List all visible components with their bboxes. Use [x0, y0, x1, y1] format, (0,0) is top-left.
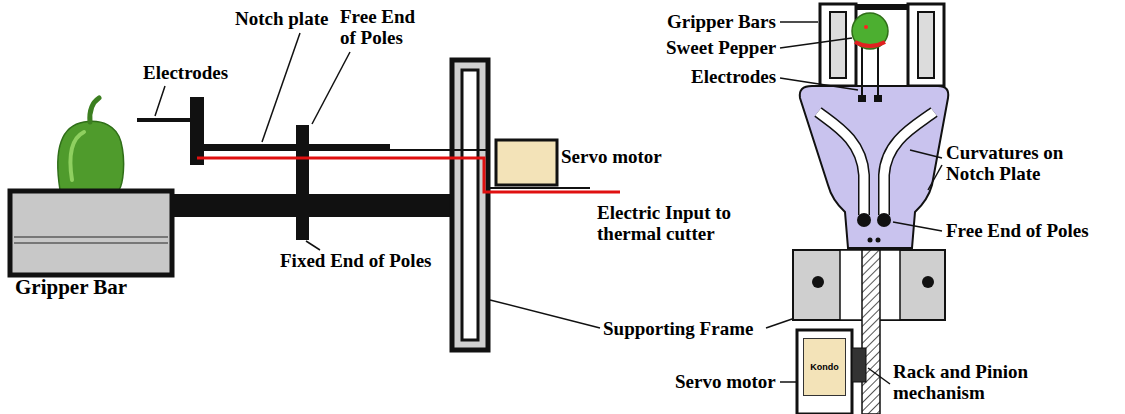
part-label: Electric Input to thermal cutter: [597, 202, 787, 245]
servo-motor-body: Kondo: [803, 338, 846, 396]
part-label: Gripper Bars: [667, 11, 776, 32]
part-label: Rack and Pinion mechanism: [893, 361, 1093, 404]
brand-text: Kondo: [810, 362, 839, 372]
part-label: Electrodes: [691, 66, 776, 87]
part-label: Gripper Bar: [15, 276, 127, 300]
part-label: Fixed End of Poles: [280, 250, 431, 271]
part-label: Supporting Frame: [603, 318, 753, 339]
part-label: Free End of Poles: [946, 220, 1089, 241]
part-label: Free End of Poles: [340, 6, 425, 49]
part-label: Sweet Pepper: [666, 37, 776, 58]
part-label: Electrodes: [143, 62, 228, 83]
part-label: Servo motor: [561, 146, 662, 167]
part-label: Servo motor: [675, 371, 776, 392]
part-label: Curvatures on Notch Plate: [946, 142, 1096, 185]
part-label: Notch plate: [235, 8, 328, 29]
